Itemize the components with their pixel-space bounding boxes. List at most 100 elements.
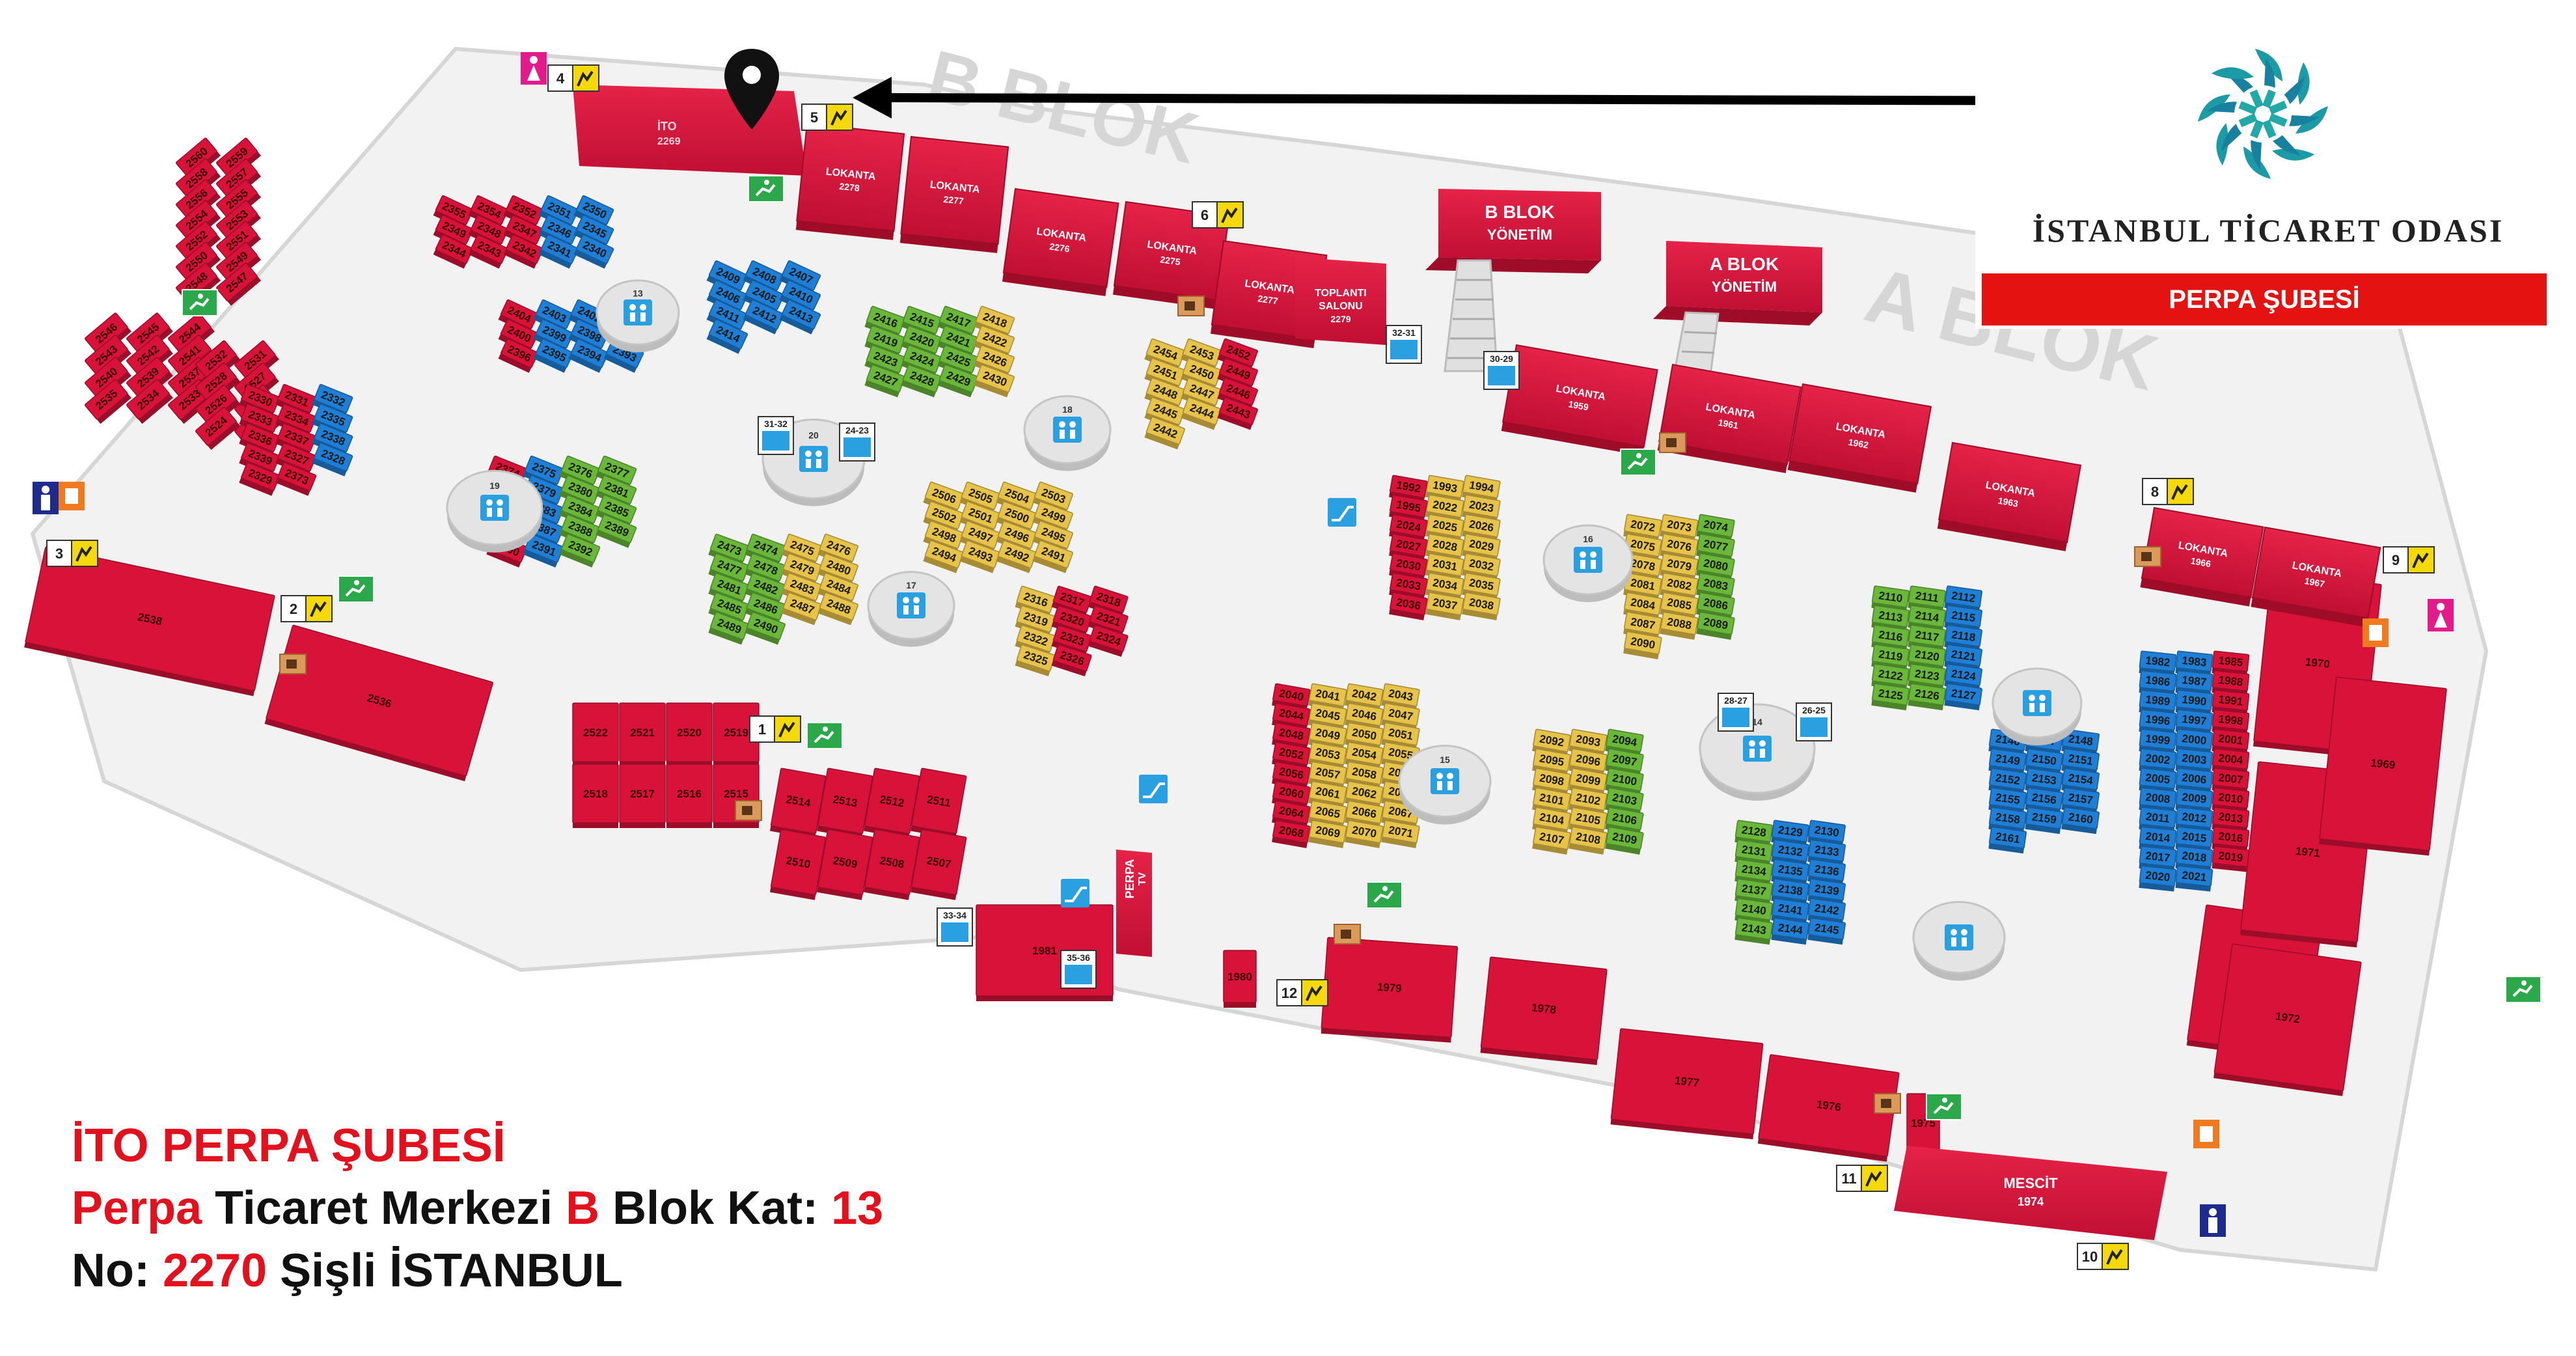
- shop-unit[interactable]: 2131: [1734, 839, 1773, 867]
- shop-unit[interactable]: 2538: [24, 546, 275, 697]
- shop-unit[interactable]: 2038: [1462, 592, 1501, 620]
- shop-unit[interactable]: 2019: [2212, 846, 2250, 872]
- shop-unit[interactable]: 2395: [533, 338, 574, 373]
- stairs-icon[interactable]: 33-34: [937, 907, 973, 947]
- shop-unit[interactable]: 2490: [745, 611, 786, 645]
- shop-unit[interactable]: 2008: [2139, 787, 2177, 814]
- shop-unit[interactable]: 2021: [2175, 865, 2213, 892]
- shop-unit[interactable]: 1979: [1321, 937, 1459, 1043]
- perpa-tv[interactable]: PERPA TV: [1116, 850, 1152, 957]
- cafe-icon[interactable]: [2134, 546, 2161, 567]
- shop-unit[interactable]: 2344: [433, 234, 474, 269]
- shop-unit[interactable]: 2509: [816, 829, 873, 900]
- exit-icon[interactable]: [1366, 881, 1403, 909]
- escalator-icon[interactable]: [1061, 879, 1089, 907]
- stairs-icon[interactable]: 18: [1023, 395, 1112, 471]
- cafe-icon[interactable]: [279, 654, 307, 674]
- shop-unit[interactable]: 2510: [769, 829, 827, 900]
- shop-unit[interactable]: 2089: [1696, 611, 1735, 640]
- shop-unit[interactable]: 2547: [216, 262, 262, 306]
- shop-unit[interactable]: 2414: [706, 318, 748, 354]
- elevator-icon[interactable]: 4: [547, 64, 599, 92]
- elevator-icon[interactable]: 3: [46, 540, 98, 567]
- stairs-icon[interactable]: [1912, 901, 2006, 981]
- cafe-icon[interactable]: [735, 800, 762, 821]
- wc-men-icon[interactable]: [2200, 1204, 2226, 1237]
- stairs-icon[interactable]: 16: [1542, 524, 1634, 602]
- shop-unit[interactable]: 2051: [1381, 722, 1420, 751]
- shop-unit[interactable]: 2144: [1771, 917, 1809, 945]
- shop-unit[interactable]: 2155: [1988, 787, 2027, 815]
- elevator-icon[interactable]: 10: [2077, 1243, 2129, 1270]
- shop-unit[interactable]: 2020: [2139, 865, 2177, 892]
- shop-unit[interactable]: 2444: [1181, 396, 1222, 430]
- shop-unit[interactable]: 2124: [1944, 663, 1982, 691]
- elevator-icon[interactable]: 5: [801, 104, 853, 131]
- elevator-icon[interactable]: 1: [749, 715, 801, 743]
- escalator-icon[interactable]: [1139, 775, 1168, 803]
- elevator-icon[interactable]: 2: [281, 595, 333, 622]
- shop-unit[interactable]: 2508: [863, 829, 920, 900]
- wc-women-icon[interactable]: [2428, 599, 2454, 631]
- shop-unit[interactable]: 1997: [2175, 709, 2213, 736]
- shop-unit[interactable]: 2137: [1734, 878, 1773, 906]
- elevator-icon[interactable]: 12: [1276, 979, 1328, 1006]
- shop-unit[interactable]: 2429: [937, 364, 978, 398]
- shop-unit[interactable]: 2161: [1988, 826, 2027, 854]
- shop-unit[interactable]: 1995: [1389, 494, 1428, 523]
- shop-unit[interactable]: 2488: [817, 592, 858, 626]
- shop-unit[interactable]: 2132: [1771, 839, 1809, 867]
- shop-unit[interactable]: 2002: [2139, 748, 2177, 775]
- shop-unit[interactable]: 2145: [1807, 917, 1846, 945]
- escalator-icon[interactable]: [1328, 498, 1356, 527]
- shop-unit[interactable]: 1972: [2213, 943, 2362, 1096]
- shop-unit[interactable]: 2442: [1144, 416, 1185, 450]
- stairs-icon[interactable]: 35-36: [1060, 950, 1097, 989]
- shop-unit[interactable]: 2412: [743, 299, 785, 335]
- shop-unit[interactable]: 2081: [1623, 572, 1662, 601]
- shop-unit[interactable]: 2522: [572, 702, 619, 767]
- stairs-icon[interactable]: 13: [596, 279, 680, 353]
- stairs-icon[interactable]: 31-32: [758, 416, 794, 455]
- shop-unit[interactable]: 2376: [559, 455, 601, 490]
- exit-icon[interactable]: [1926, 1093, 1962, 1120]
- wc-men-icon[interactable]: [33, 482, 59, 514]
- shop-unit[interactable]: 2122: [1871, 663, 1910, 691]
- shop-unit[interactable]: 1969: [2319, 676, 2447, 856]
- shop-unit[interactable]: 2025: [1425, 514, 1464, 542]
- shop-unit[interactable]: 1980: [1223, 950, 1257, 1008]
- stairs-icon[interactable]: 19: [446, 469, 543, 553]
- shop-unit[interactable]: 2413: [779, 299, 821, 335]
- shop-unit[interactable]: 2070: [1345, 820, 1384, 848]
- shop-unit[interactable]: 2151: [2061, 748, 2100, 776]
- shop-unit[interactable]: 2430: [974, 364, 1015, 398]
- shop-unit[interactable]: 1988: [2212, 670, 2250, 697]
- b-blok-yonetim[interactable]: B BLOK YÖNETİM: [1425, 189, 1601, 273]
- shop-unit[interactable]: 2324: [1088, 624, 1129, 657]
- cafe-icon[interactable]: [1334, 924, 1361, 945]
- shop-unit[interactable]: 2009: [2175, 787, 2213, 814]
- exit-icon[interactable]: [748, 175, 784, 202]
- shop-unit[interactable]: 2517: [619, 764, 666, 828]
- shop-unit[interactable]: 2150: [2025, 748, 2063, 776]
- shop-unit[interactable]: 2520: [666, 702, 713, 767]
- toplanti-salonu[interactable]: TOPLANTI SALONU 2279: [1295, 257, 1386, 345]
- shop-unit[interactable]: 2342: [503, 234, 544, 269]
- mescit[interactable]: MESCİT 1974: [1894, 1146, 2167, 1240]
- elevator-icon[interactable]: 11: [1836, 1165, 1888, 1192]
- cafe-icon[interactable]: [1177, 296, 1205, 316]
- exit-icon[interactable]: [2505, 976, 2542, 1003]
- shop-unit[interactable]: 2491: [1032, 540, 1073, 574]
- shop-unit[interactable]: 2340: [573, 234, 614, 269]
- exit-icon[interactable]: [338, 575, 374, 603]
- elevator-icon[interactable]: 8: [2142, 478, 2194, 505]
- shop-unit[interactable]: 2125: [1871, 683, 1910, 711]
- stairs-icon[interactable]: 24-23: [839, 422, 875, 462]
- shop-unit[interactable]: 2326: [1051, 644, 1092, 677]
- shop-unit[interactable]: 2018: [2175, 846, 2213, 872]
